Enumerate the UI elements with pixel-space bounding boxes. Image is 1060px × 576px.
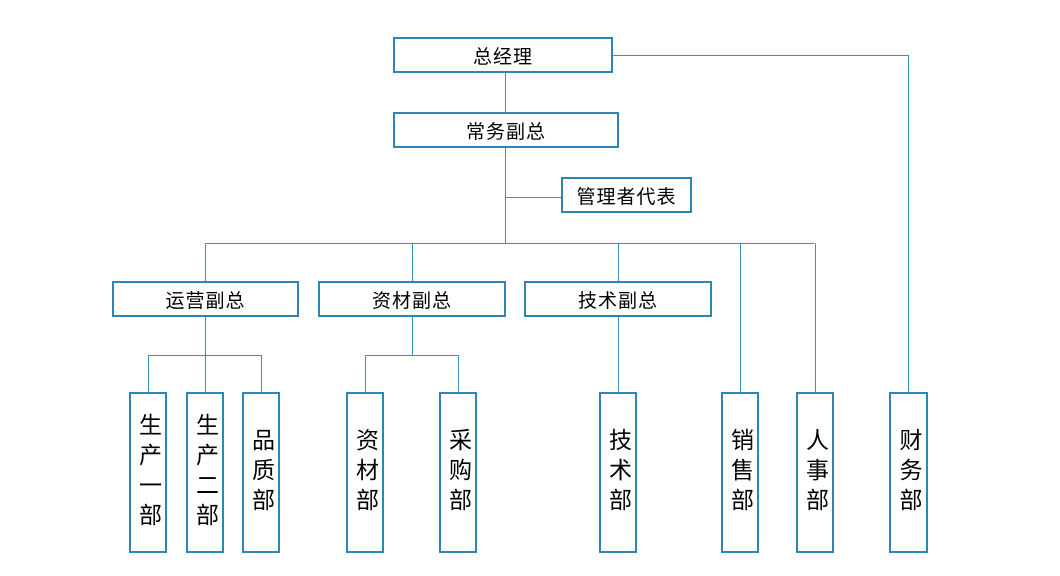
- node-label: 采购部: [445, 427, 472, 518]
- connector-gm-evp: [505, 73, 506, 112]
- node-sales-dept: 销售部: [721, 392, 759, 553]
- node-label: 总经理: [472, 46, 533, 68]
- connector-drop-mat: [412, 243, 413, 281]
- node-label: 资材副总: [371, 290, 452, 312]
- connector-techvp-tech: [618, 317, 619, 392]
- node-label: 销售部: [727, 427, 754, 518]
- node-quality-dept: 品质部: [242, 392, 280, 553]
- node-label: 技术部: [605, 427, 632, 518]
- node-production-dept-2: 生产二部: [186, 392, 224, 553]
- node-label: 管理者代表: [576, 186, 677, 208]
- node-materials-vp: 资材副总: [318, 281, 506, 317]
- connector-drop-hr: [815, 243, 816, 392]
- node-general-manager: 总经理: [393, 37, 613, 73]
- connector-mat-stem: [412, 317, 413, 355]
- node-technology-vp: 技术副总: [524, 281, 712, 317]
- node-management-representative: 管理者代表: [561, 177, 692, 213]
- node-label: 人事部: [802, 427, 829, 518]
- connector-drop-ops: [205, 243, 206, 281]
- connector-evp-trunk: [505, 148, 506, 243]
- connector-drop-techvp: [618, 243, 619, 281]
- node-technology-dept: 技术部: [599, 392, 637, 553]
- connector-drop-purchase: [458, 355, 459, 392]
- node-label: 生产一部: [135, 412, 162, 533]
- connector-drop-finance: [908, 55, 909, 392]
- node-label: 资材部: [352, 427, 379, 518]
- node-label: 品质部: [248, 427, 275, 518]
- node-hr-dept: 人事部: [796, 392, 834, 553]
- node-label: 财务部: [896, 427, 922, 518]
- node-label: 生产二部: [192, 412, 219, 533]
- connector-ops-bar: [148, 355, 261, 356]
- node-label: 常务副总: [465, 121, 546, 143]
- connector-gm-right: [613, 55, 908, 56]
- connector-drop-material: [365, 355, 366, 392]
- connector-evp-rep: [505, 197, 561, 198]
- connector-mat-bar: [365, 355, 458, 356]
- node-purchasing-dept: 采购部: [439, 392, 477, 553]
- connector-ops-stem: [205, 317, 206, 355]
- connector-drop-sales: [740, 243, 741, 392]
- node-executive-vp: 常务副总: [393, 112, 619, 148]
- node-materials-dept: 资材部: [346, 392, 384, 553]
- node-label: 技术副总: [577, 290, 658, 312]
- node-production-dept-1: 生产一部: [129, 392, 167, 553]
- node-label: 运营副总: [165, 290, 246, 312]
- connector-drop-quality: [261, 355, 262, 392]
- node-operations-vp: 运营副总: [112, 281, 299, 317]
- connector-drop-prod2: [205, 355, 206, 392]
- node-finance-dept: 财务部: [889, 392, 928, 553]
- connector-drop-prod1: [148, 355, 149, 392]
- connector-distribution: [205, 243, 814, 244]
